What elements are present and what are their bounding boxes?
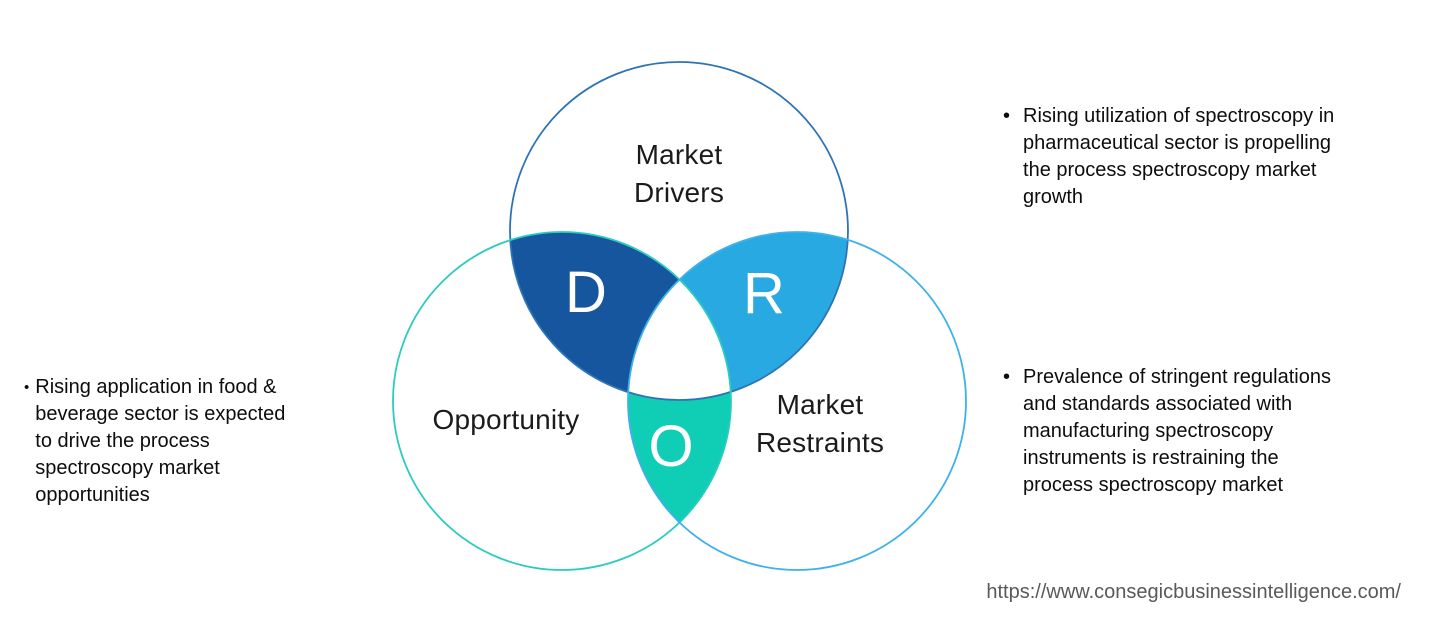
d-lens-fill [510,232,731,400]
overlap-letter-r: R [743,261,785,326]
drivers-opportunity-overlap [510,232,731,400]
restraints-circle-outline [627,231,967,571]
overlap-letter-d: D [565,260,607,325]
drivers-restraints-overlap [628,232,848,400]
opportunity-circle-outline [392,231,732,571]
source-url: https://www.consegicbusinessintelligence… [986,581,1401,603]
restraints-label: Market Restraints [755,389,885,458]
insight-opportunity-bullet: • Rising application in food & beverage … [24,374,285,509]
insight-drivers-bullet: • Rising utilization of spectroscopy in … [1003,103,1334,211]
drivers-label: Market Drivers [633,139,725,208]
insight-restraints-text: Prevalence of stringent regulations and … [1023,366,1331,496]
insight-opportunity-text: Rising application in food & beverage se… [35,376,286,506]
r-lens-fill [628,232,848,400]
opportunity-label: Opportunity [432,404,580,435]
overlap-letter-o: O [648,414,694,479]
bullet-marker: • [24,379,30,396]
bullet-marker: • [1003,105,1011,127]
insight-drivers-text: Rising utilization of spectroscopy in ph… [1023,105,1335,208]
insight-restraints-bullet: • Prevalence of stringent regulations an… [1003,364,1331,499]
drivers-circle-outline [509,61,849,401]
bullet-marker: • [1003,366,1011,388]
